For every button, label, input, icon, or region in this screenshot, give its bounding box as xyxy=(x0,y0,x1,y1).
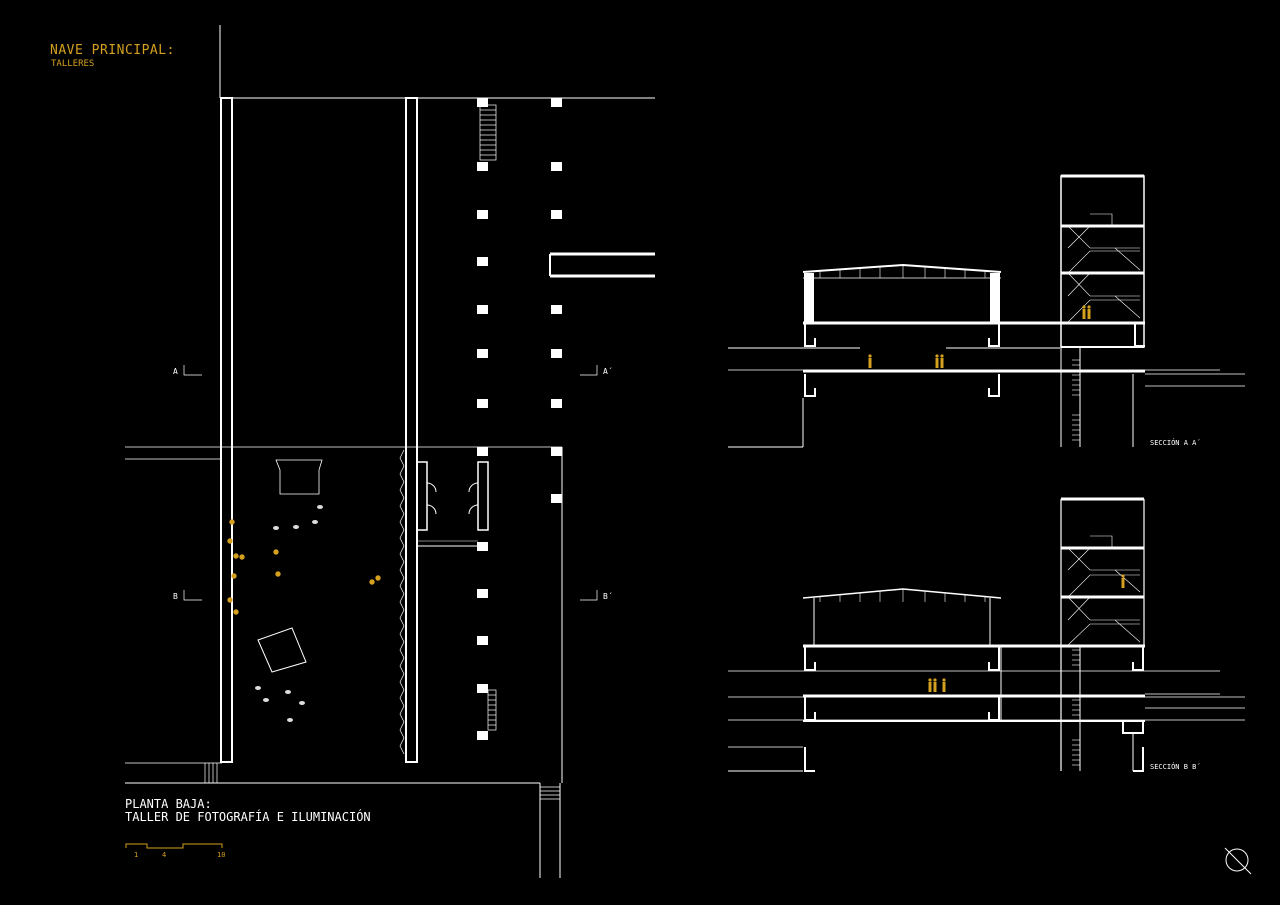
person-body xyxy=(940,358,944,368)
left-wall xyxy=(220,97,233,763)
section-aa xyxy=(728,174,1245,448)
person-figure xyxy=(375,575,381,581)
person-head xyxy=(940,354,944,358)
person-body xyxy=(1121,578,1125,588)
section-bb-title: SECCIÓN B B´ xyxy=(1150,763,1201,771)
person-head xyxy=(868,354,872,358)
plan-lamps xyxy=(255,505,323,722)
person-figure xyxy=(233,609,239,615)
curtain xyxy=(399,449,405,755)
person-figure xyxy=(233,553,239,559)
stair-corner xyxy=(204,763,560,800)
column xyxy=(551,494,562,503)
person-body xyxy=(933,682,937,692)
column xyxy=(477,399,488,408)
section-people xyxy=(868,305,1125,692)
column xyxy=(477,589,488,598)
column xyxy=(477,684,488,693)
drawing-title: NAVE PRINCIPAL: xyxy=(50,43,175,58)
light-stand xyxy=(317,505,323,509)
column xyxy=(477,210,488,219)
column xyxy=(551,162,562,171)
light-stand xyxy=(312,520,318,524)
section-aa-title: SECCIÓN A A´ xyxy=(1150,439,1201,447)
column xyxy=(477,98,488,107)
person-figure xyxy=(273,549,279,555)
person-head xyxy=(928,678,932,682)
table-top xyxy=(275,459,323,495)
person-body xyxy=(1087,309,1091,319)
column xyxy=(551,98,562,107)
light-stand xyxy=(293,525,299,529)
person-head xyxy=(1082,305,1086,309)
scale-tick-1: 1 xyxy=(134,851,139,859)
section-bb xyxy=(728,497,1245,772)
stair-top xyxy=(479,104,497,161)
plan-caption-line1: PLANTA BAJA: xyxy=(125,797,212,811)
column xyxy=(477,162,488,171)
person-figure xyxy=(229,519,235,525)
person-body xyxy=(928,682,932,692)
section-mark-a-left: A xyxy=(173,367,178,376)
person-head xyxy=(942,678,946,682)
column xyxy=(551,305,562,314)
person-head xyxy=(935,354,939,358)
light-stand xyxy=(285,690,291,694)
scale-tick-4: 4 xyxy=(162,851,167,859)
section-mark-b-left: B xyxy=(173,592,178,601)
light-stand xyxy=(287,718,293,722)
person-body xyxy=(935,358,939,368)
person-body xyxy=(942,682,946,692)
light-box xyxy=(257,627,307,673)
person-head xyxy=(1121,574,1125,578)
center-wall xyxy=(405,97,418,763)
column xyxy=(551,447,562,456)
person-figure xyxy=(239,554,245,560)
person-figure xyxy=(231,573,237,579)
scale-tick-10: 10 xyxy=(217,851,226,859)
person-body xyxy=(1082,309,1086,319)
column xyxy=(477,636,488,645)
light-stand xyxy=(273,526,279,530)
section-mark-b-right: B´ xyxy=(603,592,613,601)
north-arrow-icon xyxy=(1224,847,1252,875)
column xyxy=(551,349,562,358)
person-figure xyxy=(275,571,281,577)
column xyxy=(477,349,488,358)
restrooms xyxy=(416,461,489,531)
column xyxy=(551,399,562,408)
column xyxy=(551,210,562,219)
column xyxy=(477,447,488,456)
light-stand xyxy=(299,701,305,705)
person-figure xyxy=(369,579,375,585)
column xyxy=(477,731,488,740)
person-body xyxy=(868,358,872,368)
person-figure xyxy=(227,538,233,544)
stair-bottom xyxy=(487,689,497,731)
columns xyxy=(477,98,562,740)
column xyxy=(477,542,488,551)
scale-bar-graphic xyxy=(125,843,223,849)
plan-caption-line2: TALLER DE FOTOGRAFÍA E ILUMINACIÓN xyxy=(125,810,371,824)
column xyxy=(477,257,488,266)
drawing-subtitle: TALLERES xyxy=(51,59,95,69)
plan-figures xyxy=(227,519,381,615)
person-head xyxy=(1087,305,1091,309)
person-head xyxy=(933,678,937,682)
light-stand xyxy=(255,686,261,690)
light-stand xyxy=(263,698,269,702)
column xyxy=(477,305,488,314)
person-figure xyxy=(227,597,233,603)
section-markers xyxy=(183,365,598,601)
section-mark-a-right: A´ xyxy=(603,367,613,376)
floor-plan xyxy=(125,25,655,878)
